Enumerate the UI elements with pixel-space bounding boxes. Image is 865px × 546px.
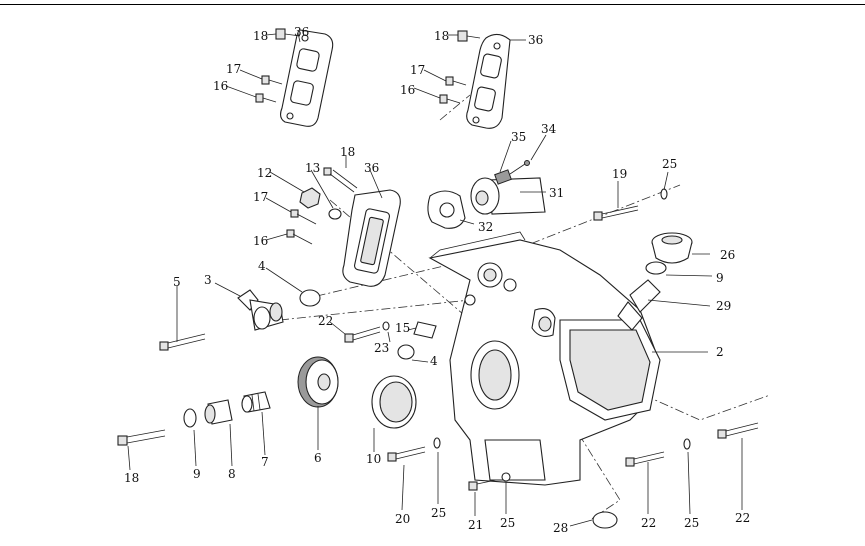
bolt-18-top-middle bbox=[457, 30, 481, 42]
callout-label: 6 bbox=[314, 451, 322, 465]
washer-25-bottom-b bbox=[501, 472, 511, 482]
gear-6 bbox=[297, 356, 339, 408]
callout-label: 21 bbox=[468, 518, 484, 532]
callout-label: 16 bbox=[253, 234, 269, 248]
seal-10 bbox=[371, 375, 417, 429]
callout-label: 17 bbox=[410, 63, 426, 77]
callout-label: 25 bbox=[662, 157, 678, 171]
bolt-17-left bbox=[290, 209, 317, 225]
callout-label: 7 bbox=[261, 455, 269, 469]
callout-label: 31 bbox=[549, 186, 565, 200]
bolt-22-bottom-right bbox=[717, 422, 759, 439]
callout-label: 36 bbox=[364, 161, 380, 175]
callout-label: 22 bbox=[318, 314, 334, 328]
callout-label: 9 bbox=[193, 467, 201, 481]
callout-label: 5 bbox=[173, 275, 181, 289]
o-ring-9-right bbox=[645, 261, 667, 275]
callout-label: 19 bbox=[612, 167, 628, 181]
bolt-17-top-left bbox=[261, 75, 283, 85]
callout-label: 22 bbox=[641, 516, 657, 530]
top-rule bbox=[0, 4, 865, 5]
shaft-3 bbox=[237, 289, 284, 331]
o-ring-4-upper bbox=[299, 289, 321, 307]
pin-15 bbox=[413, 321, 437, 339]
bushing-8 bbox=[204, 399, 233, 425]
callout-label: 9 bbox=[716, 271, 724, 285]
callout-label: 18 bbox=[124, 471, 140, 485]
cap-26 bbox=[651, 232, 693, 264]
callout-label: 13 bbox=[305, 161, 321, 175]
cover-plate-36-left bbox=[342, 189, 401, 287]
o-ring-9-left bbox=[183, 408, 197, 428]
callout-label: 29 bbox=[716, 299, 732, 313]
callout-label: 18 bbox=[340, 145, 356, 159]
callout-label: 36 bbox=[528, 33, 544, 47]
callout-label: 12 bbox=[257, 166, 273, 180]
plug-12 bbox=[299, 187, 321, 209]
bolt-18-left bbox=[323, 167, 358, 193]
bolt-22-bottom-middle bbox=[625, 451, 665, 467]
callout-label: 3 bbox=[204, 273, 212, 287]
callout-label: 4 bbox=[430, 354, 438, 368]
callout-label: 22 bbox=[735, 511, 751, 525]
callout-label: 34 bbox=[541, 122, 557, 136]
callout-label: 17 bbox=[253, 190, 269, 204]
callout-label: 10 bbox=[366, 452, 382, 466]
leader-lines bbox=[127, 32, 743, 527]
fitting-29 bbox=[617, 279, 661, 331]
callout-label: 18 bbox=[253, 29, 269, 43]
callout-label: 16 bbox=[213, 79, 229, 93]
bolt-16-left bbox=[286, 229, 313, 245]
callout-label: 23 bbox=[374, 341, 390, 355]
callout-label: 25 bbox=[431, 506, 447, 520]
bolt-5 bbox=[159, 333, 206, 351]
sleeve-7 bbox=[241, 391, 271, 413]
callout-label: 25 bbox=[684, 516, 700, 530]
callout-label: 18 bbox=[434, 29, 450, 43]
washer-23 bbox=[382, 321, 390, 331]
bolt-22-left bbox=[344, 326, 381, 343]
callout-label: 17 bbox=[226, 62, 242, 76]
gasket-plate-36-top-middle bbox=[466, 33, 511, 129]
bolt-18-bottom-left bbox=[117, 429, 166, 446]
callout-label: 28 bbox=[553, 521, 569, 535]
callout-label: 26 bbox=[720, 248, 736, 262]
callout-label: 35 bbox=[511, 130, 527, 144]
washer-25-right-top bbox=[660, 188, 668, 200]
callout-label: 2 bbox=[716, 345, 724, 359]
gasket-plate-36-top-left bbox=[279, 29, 334, 127]
gasket-32 bbox=[427, 190, 466, 229]
washer-25-bottom-right bbox=[683, 438, 691, 450]
bolt-17-top-middle bbox=[445, 76, 467, 86]
callout-label: 8 bbox=[228, 467, 236, 481]
gear-housing-2 bbox=[428, 231, 661, 486]
bolt-19 bbox=[593, 205, 639, 221]
callout-label: 20 bbox=[395, 512, 411, 526]
callout-label: 25 bbox=[500, 516, 516, 530]
bolt-16-top-left bbox=[255, 93, 277, 103]
plug-28 bbox=[592, 511, 618, 529]
o-ring-4-lower bbox=[397, 344, 415, 360]
solenoid-31 bbox=[470, 160, 546, 215]
washer-13 bbox=[328, 208, 342, 220]
bolt-16-top-middle bbox=[439, 94, 461, 104]
bolt-21 bbox=[468, 479, 497, 491]
callout-label: 32 bbox=[478, 220, 494, 234]
callout-label: 16 bbox=[400, 83, 416, 97]
washer-25-bottom-a bbox=[433, 437, 441, 449]
bolt-20 bbox=[387, 446, 426, 462]
callout-label: 4 bbox=[258, 259, 266, 273]
callout-label: 36 bbox=[294, 25, 310, 39]
callout-label: 15 bbox=[395, 321, 411, 335]
